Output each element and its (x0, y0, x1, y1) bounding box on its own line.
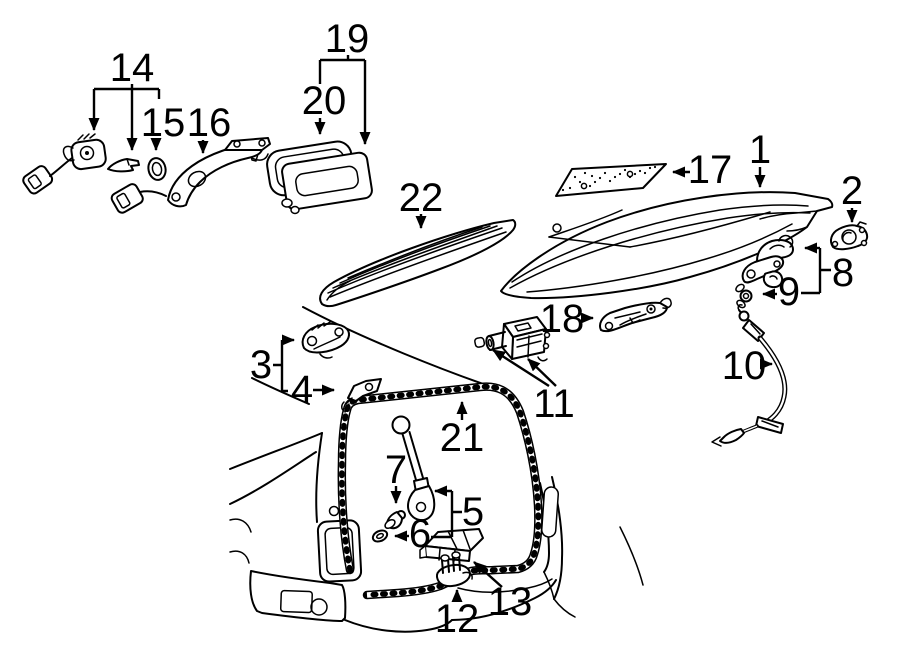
hinge-bracket-drawing (341, 378, 382, 413)
callout-label-5: 5 (462, 490, 484, 534)
callout-label-14: 14 (110, 46, 155, 90)
callout-label-22: 22 (399, 176, 444, 220)
callout-label-19: 19 (325, 17, 370, 61)
callout-label-4: 4 (291, 368, 313, 412)
liftgate-handle-drawing (110, 137, 271, 214)
liftgate-panel-drawing (500, 191, 834, 300)
hinge-right-drawing (741, 234, 794, 289)
liftgate-latch-drawing (599, 297, 672, 333)
callout-label-2: 2 (841, 169, 863, 213)
key-blank-drawing (107, 158, 140, 173)
hinge-bolt-drawing (735, 283, 753, 309)
callout-label-1: 1 (749, 128, 771, 172)
protector-strip-drawing (555, 163, 667, 197)
license-lamp-drawing (250, 147, 373, 215)
gas-strut-drawing (391, 415, 436, 522)
vehicle-body-drawing (229, 306, 644, 633)
lock-actuator-drawing (474, 316, 551, 362)
strut-ball-stud-drawing (384, 510, 406, 530)
hinge-part2-drawing (830, 221, 869, 251)
callout-label-16: 16 (187, 101, 232, 145)
callout-label-6: 6 (409, 512, 431, 556)
lock-cylinder-drawing (22, 133, 107, 195)
callout-leaders (88, 55, 858, 602)
callout-label-17: 17 (688, 148, 733, 192)
callout-label-12: 12 (435, 597, 480, 641)
callout-label-3: 3 (250, 343, 272, 387)
release-cable-drawing (711, 304, 788, 447)
callout-label-10: 10 (722, 344, 767, 388)
callout-label-8: 8 (832, 251, 854, 295)
cylinder-pad-drawing (147, 157, 167, 181)
callout-label-7: 7 (385, 448, 407, 492)
callout-label-15: 15 (141, 101, 186, 145)
lock-striker-drawing (435, 551, 473, 588)
callout-label-21: 21 (440, 416, 485, 460)
callout-label-9: 9 (778, 270, 800, 314)
spoiler-drawing (319, 219, 517, 308)
hinge-left-drawing (301, 321, 350, 359)
grommet-drawing (371, 529, 389, 543)
callout-label-18: 18 (540, 297, 585, 341)
callout-label-20: 20 (302, 79, 347, 123)
callout-label-11: 11 (533, 382, 575, 426)
callout-label-13: 13 (488, 580, 533, 624)
